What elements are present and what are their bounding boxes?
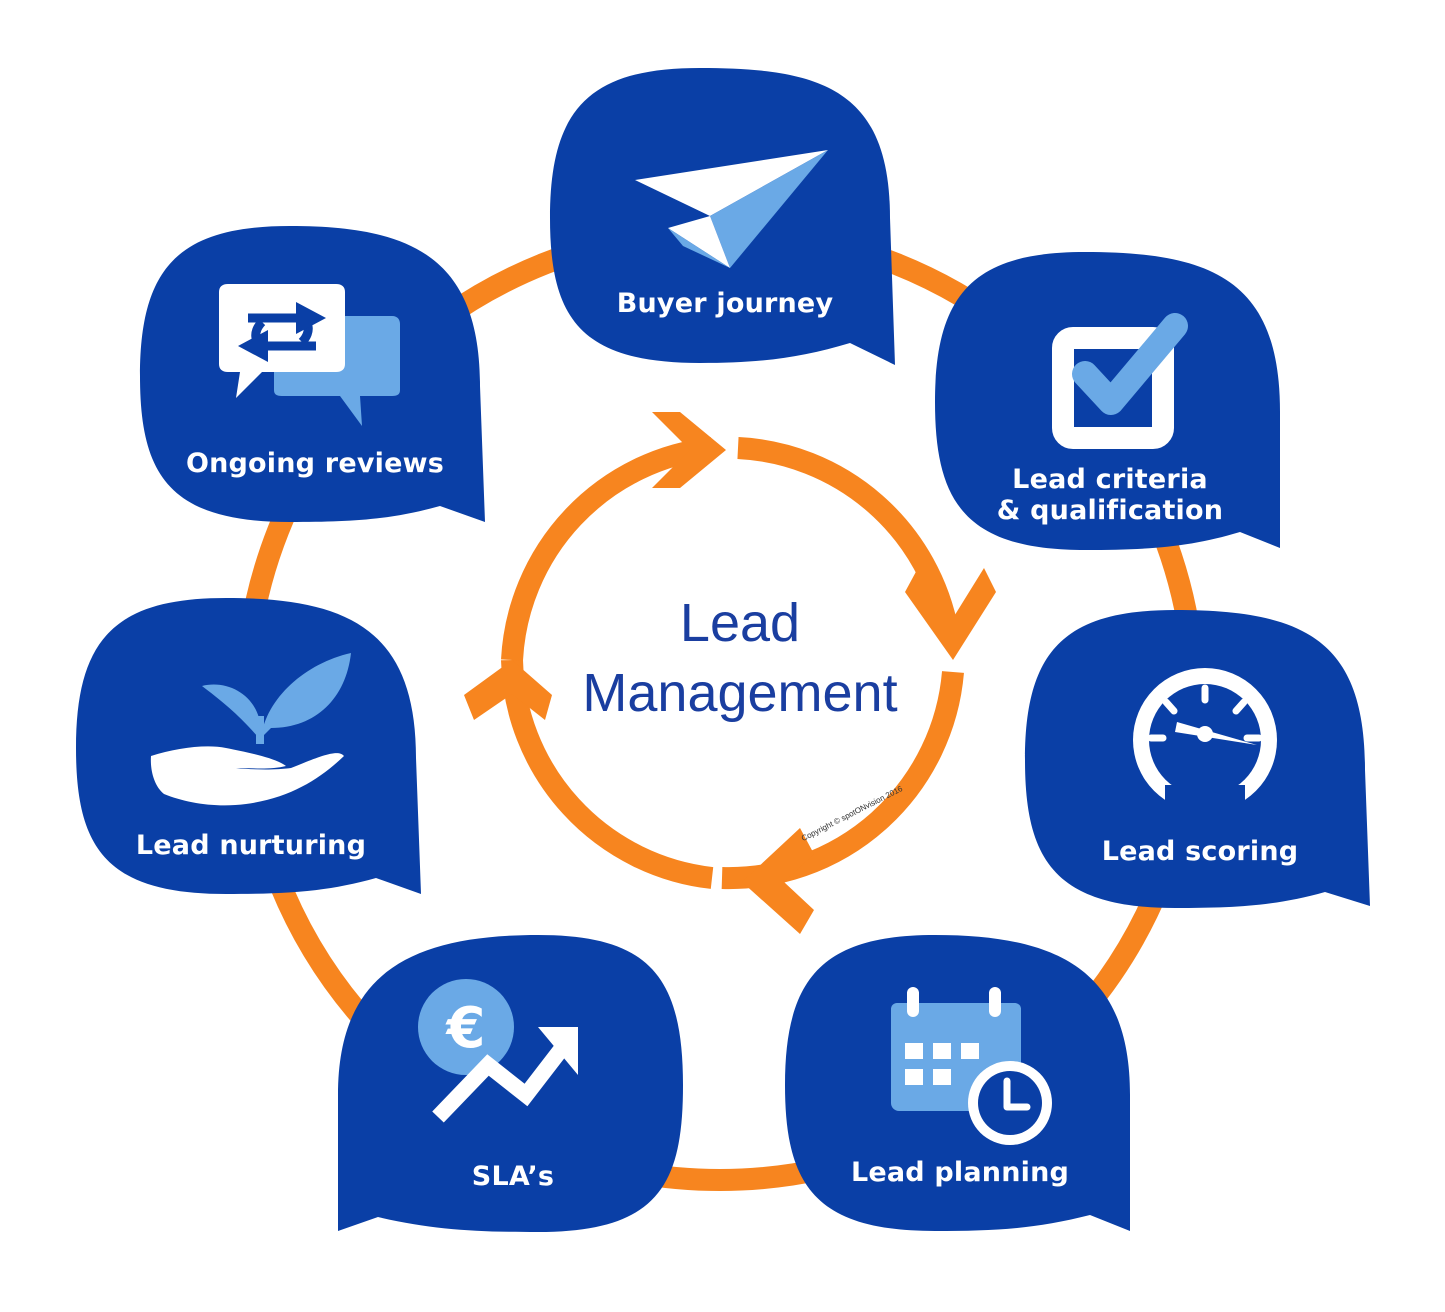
checkbox-icon [1052, 313, 1188, 449]
arrowhead-top [652, 412, 726, 488]
step-label: Buyer journey [616, 288, 834, 319]
svg-text:€: € [445, 996, 486, 1061]
step-label: Lead scoring [1101, 836, 1299, 867]
speedometer-icon [1133, 668, 1277, 815]
hand-plant-icon [150, 653, 351, 806]
step-lead-scoring: Lead scoring [1025, 610, 1375, 910]
step-label: Ongoing reviews [185, 448, 445, 479]
step-slas: € SLA’s [338, 935, 688, 1235]
arrow-heads [464, 412, 996, 934]
step-label: Lead nurturing [135, 830, 367, 861]
step-label-line2: & qualification [996, 495, 1224, 526]
arrowhead-bottom [742, 828, 814, 934]
step-label: SLA’s [471, 1161, 555, 1192]
step-label: Lead planning [850, 1157, 1070, 1188]
euro-growth-icon: € [418, 979, 578, 1123]
arrowhead-left [464, 660, 552, 720]
step-lead-criteria: Lead criteria & qualification [935, 252, 1285, 552]
inner-arc-left [501, 659, 714, 889]
inner-arc-top [737, 437, 959, 634]
calendar-clock-icon [891, 987, 1052, 1145]
step-buyer-journey: Buyer journey [550, 68, 900, 368]
step-ongoing-reviews: Ongoing reviews [140, 226, 490, 526]
chat-exchange-icon [219, 284, 400, 426]
center-title-line2: Management [582, 663, 898, 723]
center-title-line1: Lead [679, 593, 801, 653]
arrowhead-right [905, 568, 996, 660]
inner-arc-upper-left [501, 437, 714, 661]
step-lead-planning: Lead planning [785, 935, 1135, 1235]
step-label: Lead criteria [1012, 464, 1208, 495]
paper-plane-icon [635, 150, 828, 268]
step-lead-nurturing: Lead nurturing [76, 598, 426, 898]
